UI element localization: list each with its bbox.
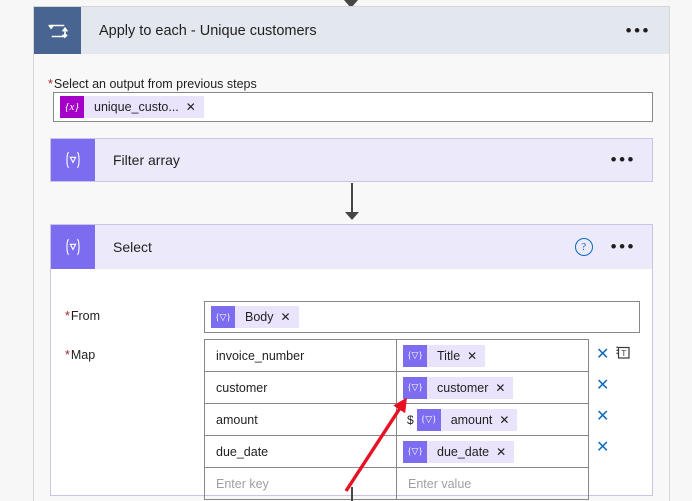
token-remove-icon[interactable]: ✕	[495, 380, 506, 395]
repeat-loop-icon	[34, 7, 81, 54]
filter-array-title: Filter array	[113, 152, 180, 168]
required-asterisk: *	[48, 77, 53, 91]
select-action-icon	[51, 225, 95, 269]
map-row: amount ${▽} amount ✕	[205, 404, 588, 436]
token-label: unique_custo...	[94, 100, 179, 114]
apply-to-each-menu-button[interactable]: •••	[625, 20, 651, 40]
delete-map-row-button[interactable]: ✕	[596, 407, 610, 425]
map-row-actions: ✕	[596, 432, 609, 463]
token-remove-icon[interactable]: ✕	[467, 348, 478, 363]
map-row: invoice_number {▽} Title ✕	[205, 340, 588, 372]
map-key-value-grid: invoice_number{▽}Title✕customer{▽}custom…	[204, 339, 589, 500]
filter-array-header-actions: •••	[610, 150, 636, 169]
map-key-input-empty[interactable]: Enter key	[205, 468, 397, 499]
token-amount[interactable]: {▽} amount ✕	[416, 408, 518, 431]
token-label: Body	[245, 310, 274, 324]
token-remove-icon[interactable]: ✕	[499, 412, 510, 427]
filter-array-menu-button[interactable]: •••	[610, 150, 636, 169]
delete-map-row-button[interactable]: ✕	[596, 438, 610, 456]
help-icon[interactable]: ?	[574, 238, 593, 256]
select-action-title: Select	[113, 239, 152, 255]
map-key-input[interactable]: invoice_number	[205, 340, 397, 371]
token-remove-icon[interactable]: ✕	[496, 444, 507, 459]
required-asterisk-map: *	[65, 348, 70, 362]
variable-token-icon: {x}	[60, 96, 84, 118]
map-key-input[interactable]: customer	[205, 372, 397, 403]
map-value-input[interactable]: {▽} due_date ✕	[397, 436, 588, 467]
filter-array-icon	[51, 139, 95, 181]
switch-to-text-mode-icon[interactable]: T	[616, 345, 631, 365]
token-body[interactable]: {▽} Body ✕	[211, 306, 299, 328]
map-key-input[interactable]: amount	[205, 404, 397, 435]
filter-to-select-connector-line	[351, 183, 353, 215]
map-label-text: Map	[70, 348, 96, 362]
apply-to-each-header[interactable]: Apply to each - Unique customers •••	[34, 7, 669, 54]
expression-token-icon: {▽}	[416, 408, 441, 431]
delete-map-row-button[interactable]: ✕	[596, 376, 610, 394]
token-label: amount	[450, 412, 493, 427]
select-header-actions: ? •••	[574, 237, 636, 256]
from-label-text: From	[70, 309, 101, 323]
token-remove-icon[interactable]: ✕	[280, 310, 291, 324]
token-label: Title	[437, 348, 461, 363]
map-key-input[interactable]: due_date	[205, 436, 397, 467]
select-action-card: Select ? ••• *From {▽} Body ✕ *Map	[50, 224, 653, 500]
expression-token-icon: {▽}	[211, 306, 235, 328]
map-value-input[interactable]: {▽} Title ✕	[397, 340, 588, 371]
filter-array-action-card[interactable]: Filter array •••	[50, 138, 653, 182]
from-input[interactable]: {▽} Body ✕	[204, 301, 640, 333]
map-row: due_date {▽} due_date ✕	[205, 436, 588, 468]
token-remove-icon[interactable]: ✕	[185, 100, 196, 114]
map-row-actions: ✕	[596, 401, 609, 432]
expression-token-icon: {▽}	[403, 376, 427, 399]
map-value-input-empty[interactable]: Enter value	[408, 476, 472, 491]
expression-token-icon: {▽}	[403, 344, 427, 367]
map-row-actions: ✕	[596, 370, 609, 401]
map-label: *Map	[65, 348, 95, 362]
select-action-header[interactable]: Select ? •••	[51, 225, 652, 269]
filter-to-select-connector-arrow	[345, 212, 359, 220]
top-connector-arrow	[344, 0, 358, 8]
token-title[interactable]: {▽} Title ✕	[403, 344, 486, 367]
token-label: customer	[437, 380, 489, 395]
select-output-label: *Select an output from previous steps	[48, 77, 257, 91]
delete-map-row-button[interactable]: ✕	[596, 345, 610, 363]
map-value-input[interactable]: {▽} customer ✕	[397, 372, 588, 403]
from-label: *From	[65, 309, 100, 323]
expression-token-icon: {▽}	[403, 440, 427, 463]
select-action-menu-button[interactable]: •••	[610, 237, 636, 256]
map-row-empty: Enter key Enter value	[205, 468, 588, 500]
select-action-body: *From {▽} Body ✕ *Map invoice_number{▽}T…	[51, 269, 652, 500]
svg-text:T: T	[622, 348, 627, 358]
map-row: customer {▽} customer ✕	[205, 372, 588, 404]
value-text-prefix: $	[407, 412, 414, 427]
bottom-connector-line	[351, 487, 353, 501]
select-output-input[interactable]: {x} unique_custo... ✕	[53, 92, 653, 122]
apply-to-each-title: Apply to each - Unique customers	[99, 22, 317, 39]
token-due_date[interactable]: {▽} due_date ✕	[403, 440, 515, 463]
token-unique-customers[interactable]: {x} unique_custo... ✕	[60, 96, 204, 118]
map-value-input[interactable]: ${▽} amount ✕	[397, 404, 588, 435]
token-customer[interactable]: {▽} customer ✕	[403, 376, 514, 399]
token-label: due_date	[437, 444, 490, 459]
select-output-label-text: Select an output from previous steps	[53, 77, 257, 91]
required-asterisk-from: *	[65, 309, 70, 323]
map-row-actions: ✕T	[596, 339, 631, 370]
